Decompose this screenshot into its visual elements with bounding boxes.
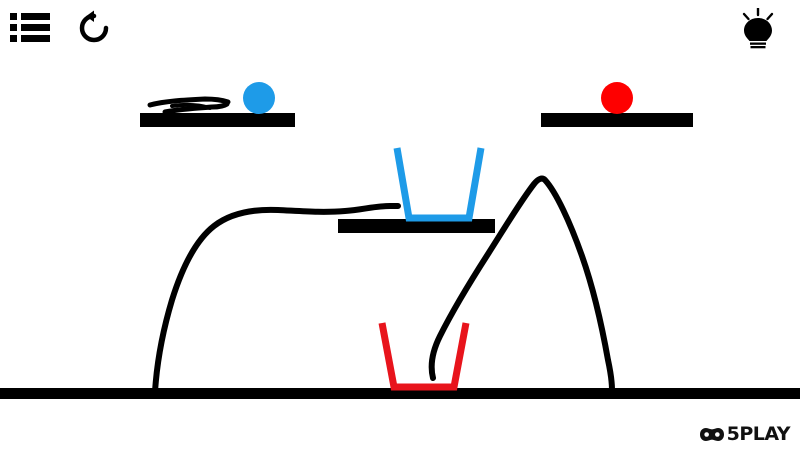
ground-bar xyxy=(0,388,800,399)
drawn-stroke-left-ramp xyxy=(152,203,401,395)
red-ball xyxy=(601,82,633,114)
gamepad-mask-icon xyxy=(699,428,724,441)
drawn-stroke-right-arch xyxy=(428,175,615,393)
platform-middle xyxy=(338,219,495,233)
platform-right xyxy=(541,113,693,127)
menu-button[interactable] xyxy=(10,12,50,44)
counterclockwise-arrow-icon xyxy=(79,10,109,43)
lightbulb-icon xyxy=(742,7,774,49)
brand-name: 5PLAY xyxy=(726,423,791,445)
blue-ball xyxy=(243,82,275,114)
list-menu-icon xyxy=(10,13,50,42)
blue-cup xyxy=(393,147,485,222)
restart-button[interactable] xyxy=(76,10,112,46)
drawn-stroke-doodle xyxy=(147,96,231,115)
red-cup xyxy=(378,322,470,391)
hint-button[interactable] xyxy=(738,7,778,50)
platform-left xyxy=(140,113,295,127)
brand-logo: 5PLAY xyxy=(699,423,791,445)
